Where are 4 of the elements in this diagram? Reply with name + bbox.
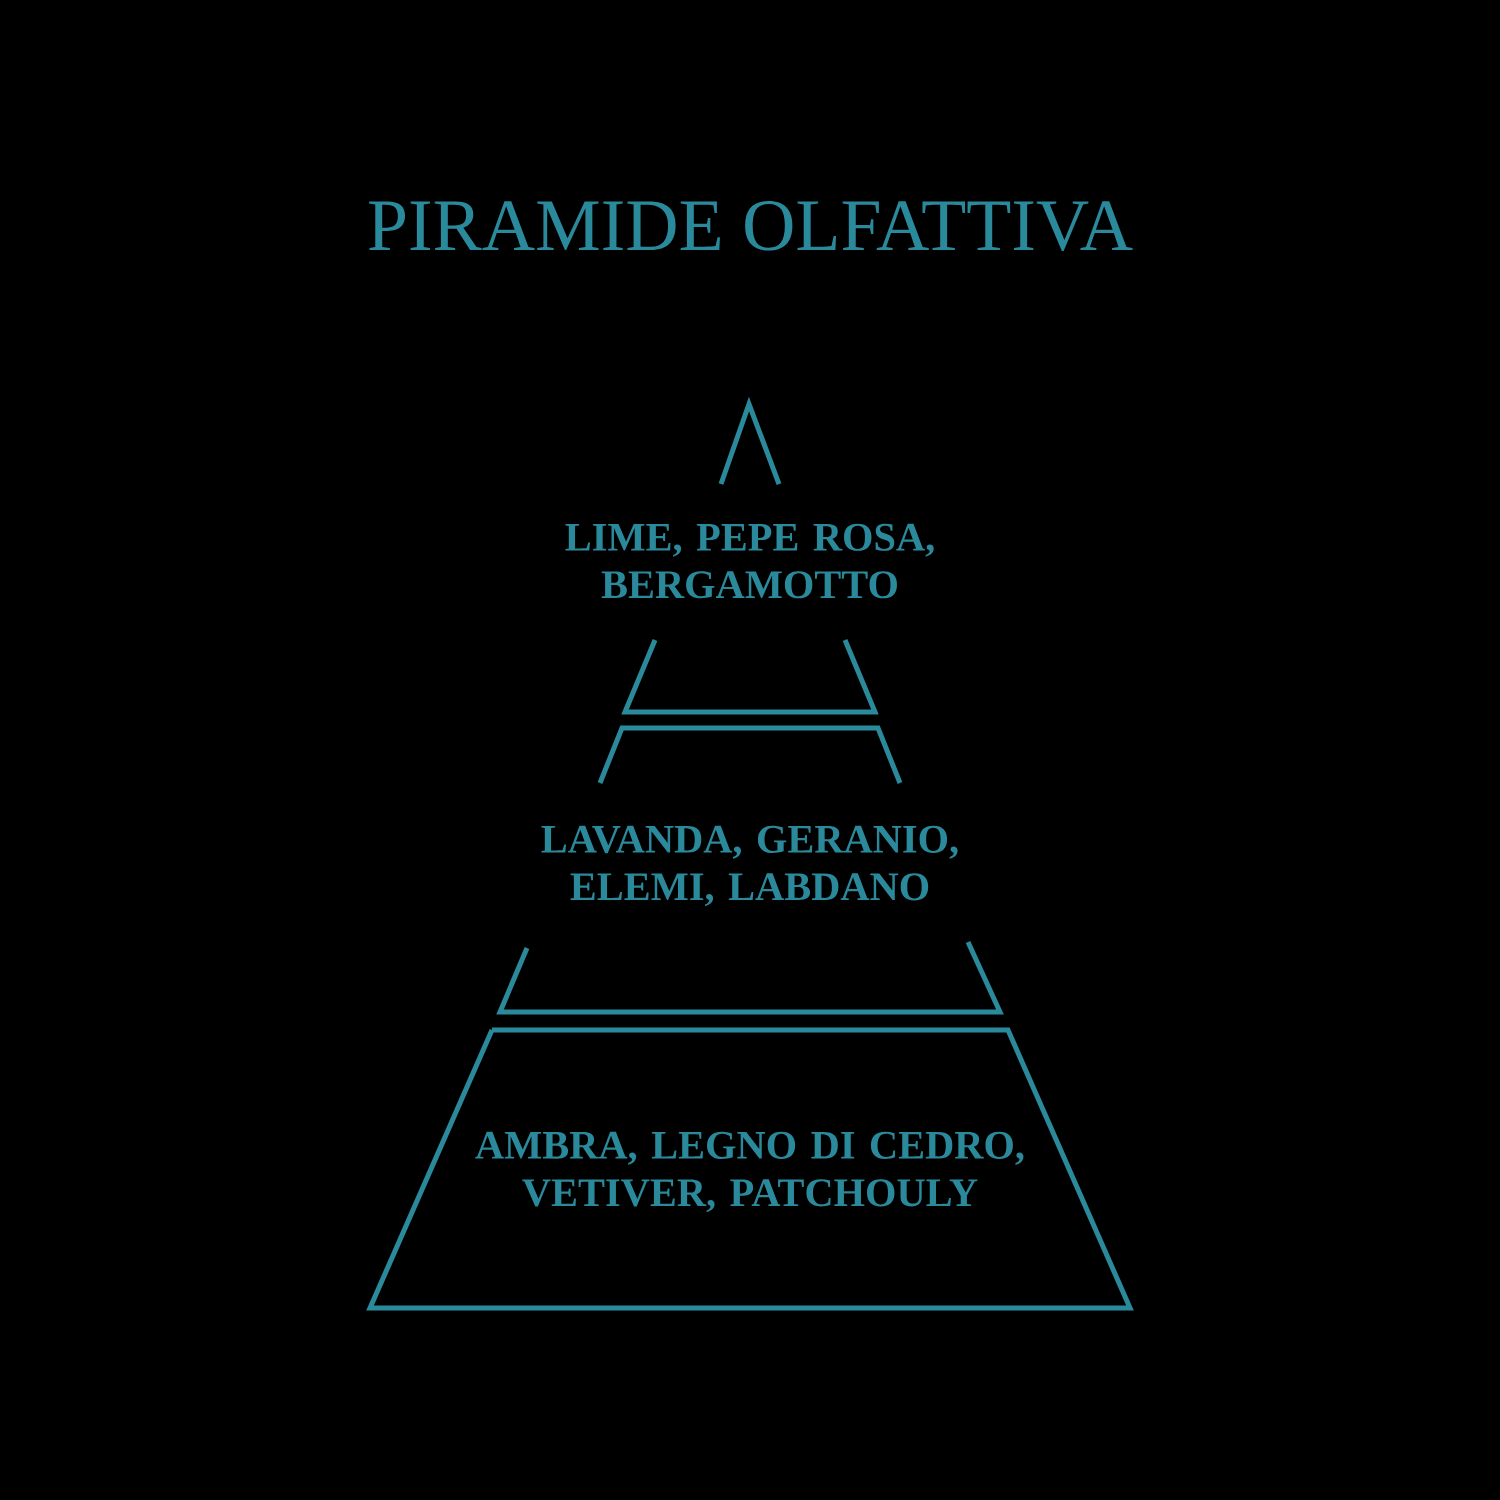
title: PIRAMIDE OLFATTIVA (369, 201, 1133, 251)
pyramid-tier: AMBRA, LEGNO DI CEDRO, VETIVER, PATCHOULY (366, 1027, 1134, 1311)
pyramid-tier: LIME, PEPE ROSA, BERGAMOTTO (565, 396, 934, 715)
pyramid-tier: LAVANDA, GERANIO, ELEMI, LABDANO (496, 725, 1004, 1015)
